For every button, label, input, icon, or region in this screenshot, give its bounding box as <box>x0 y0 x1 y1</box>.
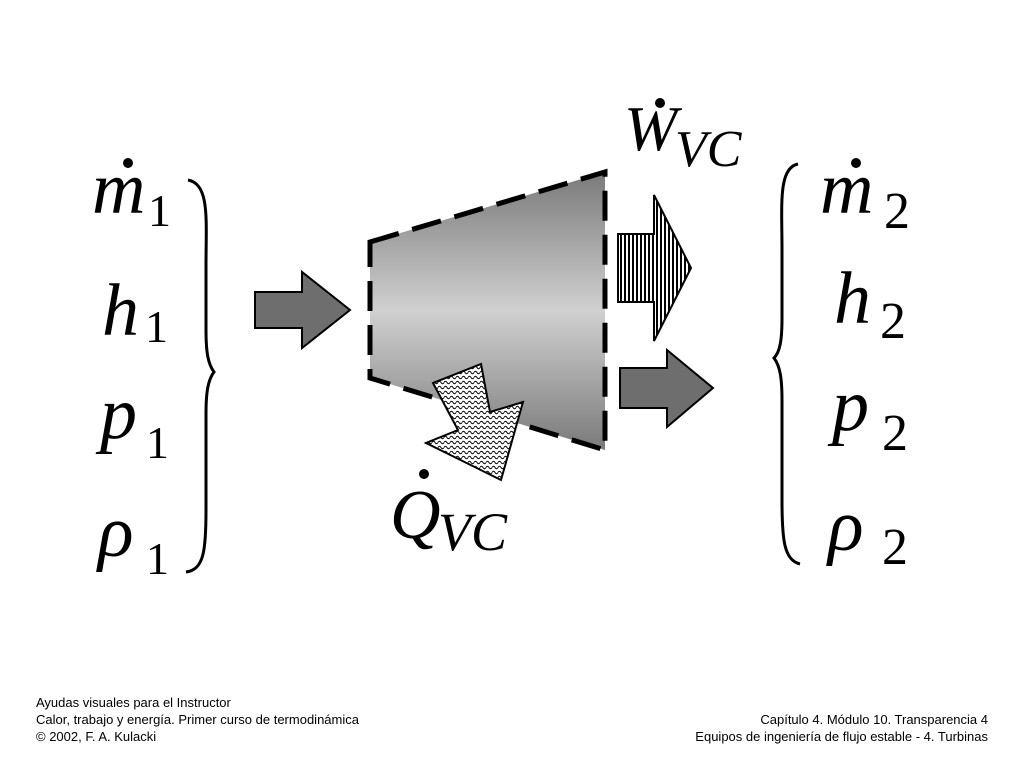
inlet-enthalpy: h 1 <box>102 270 168 352</box>
svg-text:h: h <box>102 270 139 352</box>
footer-right-line-1: Capítulo 4. Módulo 10. Transparencia 4 <box>760 712 988 727</box>
outlet-flow-arrow <box>619 347 715 430</box>
footer-right-line-2: Equipos de ingeniería de flujo estable -… <box>695 729 988 744</box>
outlet-enthalpy: h 2 <box>834 258 906 350</box>
work-dot <box>655 98 665 108</box>
inlet-mass-flow: m 1 <box>92 148 171 236</box>
turbine-control-volume <box>367 168 608 454</box>
svg-text:1: 1 <box>146 533 169 584</box>
footer-left-line-3: © 2002, F. A. Kulacki <box>36 729 157 744</box>
outlet-pressure: p 2 <box>827 365 908 462</box>
outlet-brace <box>772 162 801 566</box>
svg-text:p: p <box>95 373 137 455</box>
outlet-mass-flow: m 2 <box>820 148 910 240</box>
svg-text:2: 2 <box>882 405 908 462</box>
outlet-density: ρ 2 <box>826 485 908 576</box>
heat-dot <box>419 469 429 479</box>
svg-text:1: 1 <box>148 185 171 236</box>
heat-label: Q VC <box>390 469 508 562</box>
svg-text:2: 2 <box>882 519 908 576</box>
svg-text:h: h <box>834 258 871 340</box>
footer-left-line-1: Ayudas visuales para el Instructor <box>36 695 231 710</box>
heat-arrow <box>423 362 525 482</box>
work-arrow <box>617 194 693 342</box>
inlet-brace <box>185 178 216 574</box>
footer-right: Capítulo 4. Módulo 10. Transparencia 4 E… <box>695 711 988 745</box>
footer-left: Ayudas visuales para el Instructor Calor… <box>36 694 359 745</box>
svg-text:p: p <box>827 365 869 447</box>
inlet-flow-arrow <box>254 269 352 351</box>
svg-text:W: W <box>624 93 683 164</box>
svg-text:2: 2 <box>884 183 910 240</box>
svg-text:Q: Q <box>390 477 441 554</box>
svg-text:m: m <box>92 148 145 230</box>
mass-flow-dot <box>123 158 133 168</box>
svg-text:VC: VC <box>675 121 743 178</box>
inlet-density: ρ 1 <box>96 491 169 584</box>
mass-flow-dot-2 <box>851 158 861 168</box>
work-label: W VC <box>624 93 743 178</box>
footer-left-line-2: Calor, trabajo y energía. Primer curso d… <box>36 712 359 727</box>
inlet-pressure: p 1 <box>95 373 169 468</box>
svg-text:VC: VC <box>438 502 508 562</box>
svg-text:1: 1 <box>145 301 168 352</box>
svg-text:ρ: ρ <box>96 491 134 573</box>
svg-text:1: 1 <box>146 417 169 468</box>
svg-text:m: m <box>820 148 873 230</box>
svg-text:2: 2 <box>880 293 906 350</box>
svg-text:ρ: ρ <box>826 485 864 567</box>
